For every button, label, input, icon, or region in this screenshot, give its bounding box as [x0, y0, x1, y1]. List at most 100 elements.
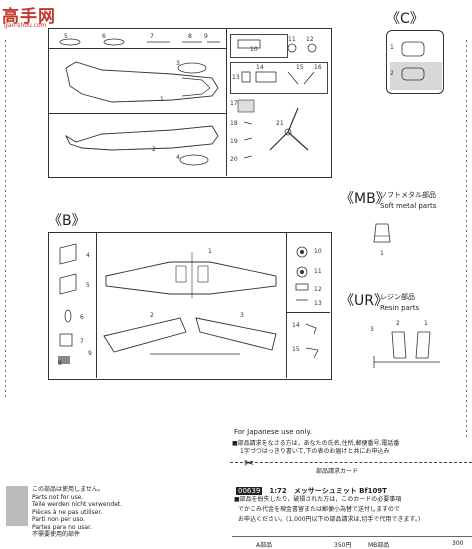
- part-number: 13: [232, 74, 240, 81]
- legend-line: この部品は使用しません。: [32, 486, 104, 493]
- notice-title: For Japanese use only.: [234, 428, 312, 436]
- sprue-a-top-strip: [48, 48, 226, 49]
- part-number: 8: [188, 33, 192, 40]
- card-product-row: 00639 1:72 メッサーシュミット Bf109T: [236, 478, 472, 495]
- small-parts-13-16: [241, 71, 315, 85]
- part-number: 1: [390, 44, 394, 51]
- part-number: 14: [292, 322, 300, 329]
- part-number: 6: [102, 33, 106, 40]
- price-mb-value: 300: [452, 540, 464, 547]
- scissors-icon: ✂: [244, 456, 255, 470]
- legend-line: Teile werden nicht verwendet.: [32, 501, 123, 508]
- part-number: 10: [314, 248, 322, 255]
- part-number: 15: [292, 346, 300, 353]
- sprue-b-right-divider: [286, 232, 287, 378]
- part-number: 12: [306, 36, 314, 43]
- part-number: 21: [276, 120, 284, 127]
- legend-line: 不需要使用的部件: [32, 531, 81, 538]
- part-number: 1: [208, 248, 212, 255]
- part-number: 18: [230, 120, 238, 127]
- sprue-b-frame: [48, 232, 332, 380]
- part-number: 15: [296, 64, 304, 71]
- part-number: 6: [80, 314, 84, 321]
- card-heading: 部品請求カード: [316, 468, 359, 475]
- metal-part: [373, 223, 391, 243]
- part-number: 2: [152, 146, 156, 153]
- part-number: 3: [370, 326, 374, 333]
- part-number: 11: [314, 268, 322, 275]
- part-number: 1: [424, 320, 428, 327]
- sprue-b-struts: [305, 323, 319, 359]
- part-number: 5: [86, 282, 90, 289]
- legend-line: Pièces à ne pas utiliser.: [32, 508, 103, 516]
- price-row-line: [232, 536, 472, 537]
- part-number: 9: [88, 350, 92, 357]
- notice-line-3: ■部品を紛失したり，破損された方は，このカードの必要事項: [234, 496, 402, 503]
- part-number: 17: [230, 100, 238, 107]
- sprue-a-frame: [48, 28, 332, 178]
- section-mb-label: 《MB》: [340, 191, 390, 207]
- ur-en-label: Resin parts: [380, 304, 420, 312]
- notice-line-4: でかこみ代金を現金書留または郵便小為替で送付しますので: [238, 506, 401, 513]
- part-number: 3: [240, 312, 244, 319]
- part-number: 16: [314, 64, 322, 71]
- part-number: 11: [288, 36, 296, 43]
- part-number: 10: [250, 46, 258, 53]
- part-number: 14: [256, 64, 264, 71]
- part-number: 1: [380, 250, 384, 257]
- cut-line: [230, 462, 472, 463]
- sprue-a-cell-13: [230, 62, 328, 94]
- site-logo: 高手网: [2, 7, 56, 27]
- sprue-c-unused-area: [390, 62, 442, 90]
- notice-line-2: 1字づつはっきり書いて,下の表のお届けと共にお申込み: [240, 448, 390, 455]
- ur-jp-label: レジン部品: [380, 293, 415, 301]
- canopy-part: [237, 39, 261, 49]
- part-number: 7: [80, 338, 84, 345]
- product-code: 00639: [236, 487, 263, 495]
- part-number: 4: [176, 154, 180, 161]
- part-number: 7: [150, 33, 154, 40]
- part-number: 1: [160, 96, 164, 103]
- part-number: 2: [396, 320, 400, 327]
- fuselage-half-1: [65, 61, 219, 103]
- price-mb-label: MB部品: [368, 542, 390, 549]
- notice-line-1: ■部品請求をなさる方は，あなたの氏名,住所,郵便番号,電話番: [232, 440, 400, 447]
- legend-line: Partes para no usar.: [32, 523, 92, 531]
- price-a-value: 350円: [334, 542, 352, 549]
- sprue-b-left-divider: [96, 232, 97, 378]
- part-number: 2: [390, 70, 394, 77]
- resin-parts: [373, 331, 440, 368]
- legend-line: Parts not for use.: [32, 493, 84, 501]
- legend-text: この部品は使用しません。 Parts not for use. Teile we…: [32, 486, 122, 539]
- sprue-a-cell-10: [230, 34, 288, 58]
- unused-parts-swatch: [6, 486, 28, 526]
- sprue-a-small-parts: [59, 38, 220, 46]
- right-margin-marks: [466, 40, 467, 440]
- sprue-c-frame: [386, 30, 444, 94]
- part-number: 3: [176, 60, 180, 67]
- mb-jp-label: ソフトメタル部品: [380, 191, 436, 199]
- part-number: 9: [204, 33, 208, 40]
- part-number: 12: [314, 286, 322, 293]
- part-number: 19: [230, 138, 238, 145]
- legend-line: Parti non per uso.: [32, 516, 85, 523]
- part-number: 5: [64, 33, 68, 40]
- sprue-b-small-parts: [58, 243, 77, 364]
- part-number: 8: [58, 360, 62, 367]
- sprue-a-divider: [226, 28, 227, 176]
- sprue-b-wheels: [295, 246, 309, 301]
- section-b-label: 《B》: [48, 213, 86, 229]
- part-number: 2: [150, 312, 154, 319]
- sprue-b-right-split: [286, 312, 330, 313]
- part-number: 20: [230, 156, 238, 163]
- wheel-parts: [287, 43, 317, 53]
- price-a-label: A部品: [256, 542, 273, 549]
- wing-parts: [103, 252, 277, 355]
- fuselage-half-2: [64, 125, 219, 166]
- product-name: メッサーシュミット Bf109T: [293, 487, 387, 495]
- sprue-a-middle: [48, 113, 226, 114]
- product-scale: 1:72: [269, 487, 287, 495]
- propeller-part: [237, 99, 309, 159]
- section-c-label: 《C》: [386, 11, 424, 27]
- part-number: 13: [314, 300, 322, 307]
